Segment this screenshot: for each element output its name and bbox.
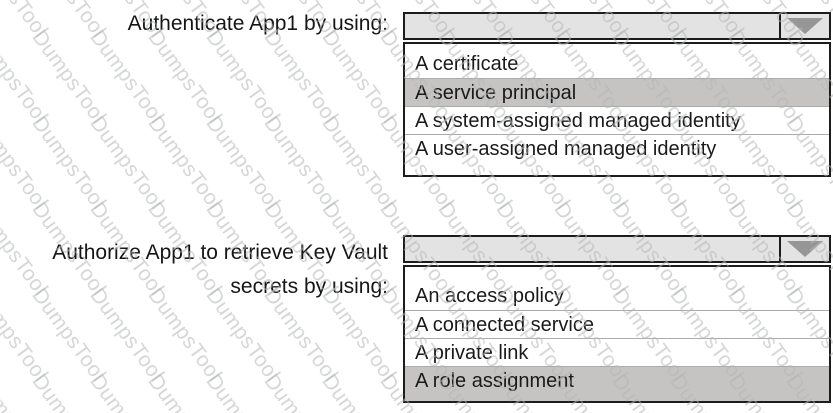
- watermark-text: DumpsTool: [27, 370, 110, 413]
- option-a-system-assigned-managed-identity[interactable]: A system-assigned managed identity: [405, 106, 829, 134]
- watermark-text: DumpsTool: [317, 112, 401, 215]
- chevron-down-icon: [787, 18, 823, 34]
- question-2-options-list: An access policy A connected service A p…: [403, 265, 831, 403]
- watermark-text: DumpsTool: [201, 26, 285, 129]
- list-top-spacer: [405, 267, 829, 282]
- watermark-text: DumpsTool: [317, 370, 400, 413]
- watermark-text: DumpsTool: [259, 112, 343, 215]
- option-a-certificate[interactable]: A certificate: [415, 53, 519, 75]
- watermark-text: DumpsTool: [27, 112, 111, 215]
- option-an-access-policy[interactable]: An access policy: [415, 285, 564, 307]
- watermark-text: DumpsTool: [259, 26, 343, 129]
- option-a-user-assigned-managed-identity[interactable]: A user-assigned managed identity: [405, 134, 829, 175]
- watermark-text: DumpsTool: [27, 26, 111, 129]
- option-a-connected-service[interactable]: A connected service: [405, 310, 829, 338]
- chevron-down-icon: [787, 241, 823, 257]
- question-1-label-line: Authenticate App1 by using:: [127, 12, 388, 35]
- watermark-text: DumpsTool: [0, 26, 53, 129]
- option-a-private-link[interactable]: A private link: [405, 338, 829, 366]
- question-2-label: Authorize App1 to retrieve Key Vault sec…: [0, 236, 388, 304]
- option-a-role-assignment[interactable]: A role assignment: [405, 366, 829, 401]
- watermark-text: DumpsTool: [0, 370, 52, 413]
- watermark-text: DumpsTool: [143, 26, 227, 129]
- question-1-options-list: A certificate A service principal A syst…: [403, 42, 831, 177]
- watermark-text: DumpsTool: [0, 112, 53, 215]
- watermark-text: DumpsTool: [317, 26, 401, 129]
- watermark-text: DumpsTool: [85, 26, 169, 129]
- watermark-text: DumpsTool: [85, 370, 168, 413]
- question-1-label: Authenticate App1 by using:: [0, 10, 388, 38]
- question-2-dropdown-arrow-button[interactable]: [779, 237, 829, 261]
- question-2-label-line: Authorize App1 to retrieve Key Vault: [52, 241, 388, 264]
- option-a-service-principal[interactable]: A service principal: [405, 78, 829, 106]
- question-1-dropdown-arrow-button[interactable]: [779, 14, 829, 38]
- watermark-text: DumpsTool: [201, 370, 284, 413]
- watermark-text: DumpsTool: [201, 112, 285, 215]
- watermark-text: DumpsTool: [259, 370, 342, 413]
- watermark-text: DumpsTool: [143, 370, 226, 413]
- watermark-text: DumpsTool: [85, 112, 169, 215]
- question-2-label-line: secrets by using:: [230, 275, 388, 298]
- watermark-text: DumpsTool: [143, 112, 227, 215]
- question-1-dropdown-select[interactable]: [403, 12, 831, 40]
- question-2-dropdown-select[interactable]: [403, 235, 831, 263]
